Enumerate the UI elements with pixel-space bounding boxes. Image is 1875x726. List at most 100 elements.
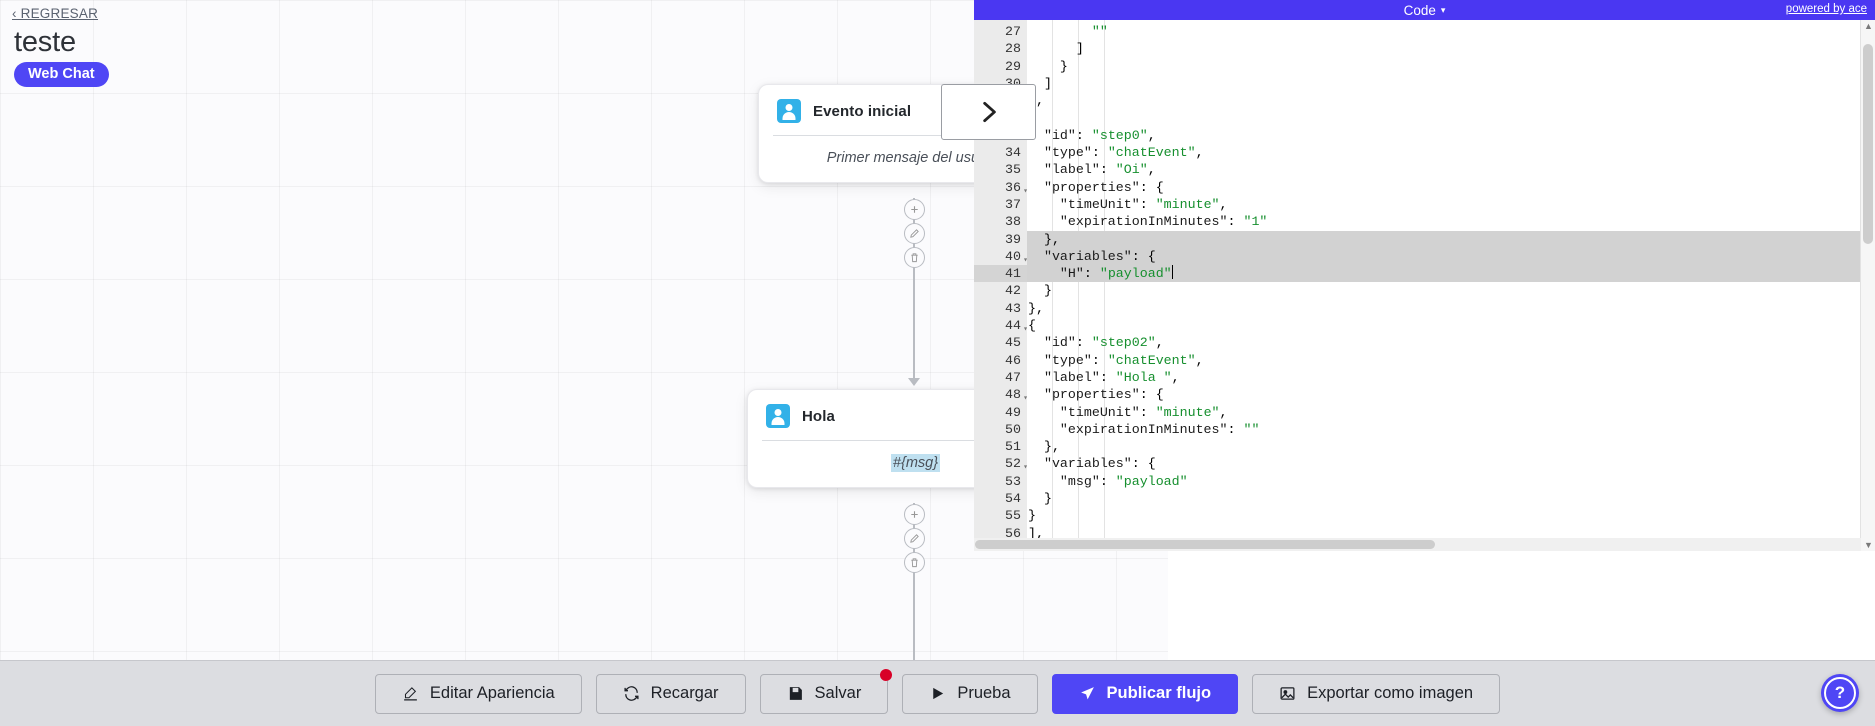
code-line[interactable]: "timeUnit": "minute", [1059,196,1228,212]
gutter-line-number[interactable]: 46 [1005,352,1021,368]
code-line[interactable]: }, [1028,439,1060,455]
add-step-button[interactable] [904,199,925,220]
test-button[interactable]: Prueba [902,673,1038,714]
code-line[interactable]: "label": "Oi", [1043,162,1156,178]
code-line[interactable]: "expirationInMinutes": "" [1059,421,1260,437]
editor-code-area[interactable]: "" ] } ]},{ "id": "step0", "type": "chat… [1027,20,1875,551]
code-line[interactable]: "id": "step02", [1043,335,1164,351]
edit-icon [910,229,919,238]
code-editor-panel[interactable]: Code ▾ powered by ace 272829303132▾33343… [974,0,1875,551]
code-line[interactable]: "type": "chatEvent", [1043,145,1204,161]
delete-connector-button[interactable] [904,247,925,268]
code-line[interactable]: "" [1091,24,1108,39]
gutter-line-number[interactable]: 47 [1005,369,1021,385]
chevron-down-icon[interactable]: ▾ [1440,4,1446,15]
fold-toggle-icon[interactable]: ▾ [1023,325,1028,335]
code-line[interactable]: } [1028,508,1036,524]
button-label: Prueba [957,684,1011,702]
gutter-line-number[interactable]: 28 [1005,41,1021,57]
edit-connector-button[interactable] [904,528,925,549]
gutter-line-number[interactable]: 36▾ [974,179,1028,196]
connector-actions-2 [904,504,925,573]
publish-flow-button[interactable]: Publicar flujo [1051,673,1239,714]
editor-body[interactable]: 272829303132▾33343536▾37383940▾41424344▾… [974,20,1875,551]
code-line[interactable]: ], [1028,525,1044,541]
add-icon [911,206,918,213]
gutter-line-number[interactable]: 48▾ [974,386,1028,403]
code-line[interactable]: "msg": "payload" [1059,473,1188,489]
gutter-line-number[interactable]: 38 [1005,214,1021,230]
edit-connector-button[interactable] [904,223,925,244]
collapse-panel-button[interactable] [941,84,1036,140]
code-line[interactable]: } [1028,283,1052,299]
delete-icon [911,253,918,263]
node-body-text: #{msg} [890,454,941,472]
fold-toggle-icon[interactable]: ▾ [1023,186,1028,196]
code-line[interactable]: "expirationInMinutes": "1" [1059,214,1268,230]
gutter-line-number[interactable]: 56 [1005,525,1021,541]
user-avatar-icon [777,99,801,123]
code-line[interactable]: ] [1028,75,1052,91]
export-image-button[interactable]: Exportar como imagen [1252,673,1501,714]
gutter-line-number[interactable]: 34 [1005,145,1021,161]
gutter-line-number[interactable]: 42 [1005,283,1021,299]
scrollbar-thumb[interactable] [1863,44,1873,244]
gutter-line-number[interactable]: 27 [1005,24,1021,39]
gutter-line-number[interactable]: 39 [1005,231,1021,247]
gutter-line-number[interactable]: 35 [1005,162,1021,178]
code-line[interactable]: }, [1028,300,1044,316]
code-line[interactable]: "label": "Hola ", [1043,369,1180,385]
gutter-line-number[interactable]: 54 [1005,491,1021,507]
powered-by-ace-link[interactable]: powered by ace [1785,3,1867,15]
edit-appearance-button[interactable]: Editar Apariencia [374,673,582,714]
gutter-line-number[interactable]: 44▾ [974,317,1028,334]
help-button[interactable]: ? [1821,674,1859,712]
gutter-line-number[interactable]: 37 [1005,196,1021,212]
code-line[interactable]: }, [1027,92,1875,109]
editor-tab-code[interactable]: Code [1403,2,1436,18]
code-line[interactable]: { [1028,318,1036,334]
code-line[interactable]: "properties": { [1043,387,1164,403]
code-line[interactable]: "properties": { [1043,179,1164,195]
gutter-line-number[interactable]: 49 [1005,404,1021,420]
save-button[interactable]: Salvar [759,668,893,714]
code-line[interactable]: ] [1028,41,1084,57]
editor-horizontal-scrollbar[interactable] [974,538,1861,551]
node-body: Primer mensaje del usuario [826,150,1004,166]
code-line[interactable]: } [1028,58,1068,74]
code-line[interactable]: "variables": { [1043,456,1156,472]
gutter-line-number[interactable]: 43 [1005,300,1021,316]
back-link[interactable]: ‹ REGRESAR [12,6,99,21]
divider [773,135,1057,136]
question-mark-icon: ? [1824,677,1856,709]
gutter-line-number[interactable]: 55 [1005,508,1021,524]
gutter-line-number[interactable]: 29 [1005,58,1021,74]
gutter-line-number[interactable]: 40▾ [974,248,1028,265]
scroll-up-arrow-icon[interactable]: ▲ [1864,21,1873,31]
gutter-line-number[interactable]: 50 [1005,421,1021,437]
code-line[interactable]: "variables": { [1027,247,1875,266]
code-line[interactable]: "id": "step0", [1043,127,1156,143]
delete-connector-button[interactable] [904,552,925,573]
code-line[interactable]: { [1027,109,1875,126]
reload-button[interactable]: Recargar [595,673,746,714]
gutter-line-number[interactable]: 41 [974,265,1027,283]
gutter-line-number[interactable]: 53 [1005,473,1021,489]
code-line[interactable]: "timeUnit": "minute", [1059,404,1228,420]
fold-toggle-icon[interactable]: ▾ [1023,255,1028,265]
code-line[interactable]: } [1028,491,1052,507]
scroll-down-arrow-icon[interactable]: ▼ [1864,540,1873,550]
add-step-button[interactable] [904,504,925,525]
fold-toggle-icon[interactable]: ▾ [1023,463,1028,473]
fold-toggle-icon[interactable]: ▾ [1023,394,1028,404]
editor-header: Code ▾ powered by ace [974,0,1875,20]
code-line[interactable]: }, [1027,230,1875,248]
gutter-line-number[interactable]: 52▾ [974,455,1028,472]
gutter-line-number[interactable]: 51 [1005,439,1021,455]
editor-vertical-scrollbar[interactable]: ▲ ▼ [1860,20,1875,551]
gutter-line-number[interactable]: 45 [1005,335,1021,351]
scrollbar-thumb[interactable] [975,540,1435,549]
code-line[interactable]: "type": "chatEvent", [1043,352,1204,368]
code-line[interactable]: "H": "payload" [1027,265,1875,283]
button-label: Salvar [814,684,862,702]
